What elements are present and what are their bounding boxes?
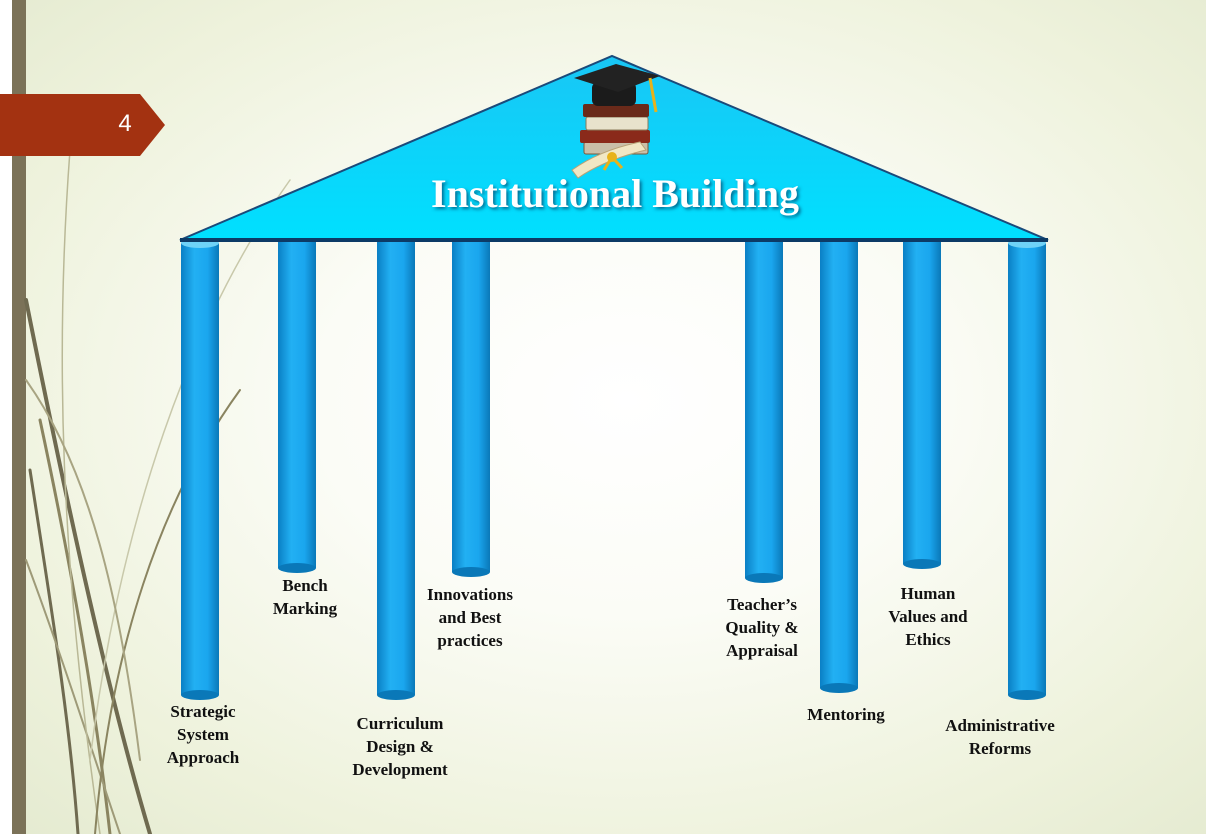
pillar-bench-marking xyxy=(278,238,316,573)
slide-left-margin xyxy=(0,0,12,834)
pillar-label-innovations: Innovations and Best practices xyxy=(427,585,513,650)
slide-sidebar-bar xyxy=(12,0,26,834)
pillar-innovations xyxy=(452,238,490,577)
pillar-mentoring xyxy=(820,240,858,693)
pillar-label-curriculum: Curriculum Design & Development xyxy=(352,714,448,779)
pillar-administrative xyxy=(1008,238,1046,700)
pillar-teachers-quality xyxy=(745,238,783,583)
pillar-label-mentoring: Mentoring xyxy=(807,705,885,724)
diagram-title: Institutional Building xyxy=(431,171,799,216)
slide-number: 4 xyxy=(118,110,132,137)
pillar-label-teachers-quality: Teacher’s Quality & Appraisal xyxy=(725,595,799,660)
pillar-human-values xyxy=(903,238,941,569)
pillar-strategic-system xyxy=(181,238,219,700)
pillar-curriculum xyxy=(377,240,415,700)
pillar-label-strategic-system: Strategic System Approach xyxy=(166,702,240,767)
slide-number-tab xyxy=(0,94,165,156)
pillar-label-administrative: Administrative Reforms xyxy=(945,716,1055,758)
pillar-label-human-values: Human Values and Ethics xyxy=(888,584,968,649)
graduation-cap-books-diploma-icon xyxy=(571,64,660,179)
pillar-label-bench-marking: Bench Marking xyxy=(272,576,338,618)
